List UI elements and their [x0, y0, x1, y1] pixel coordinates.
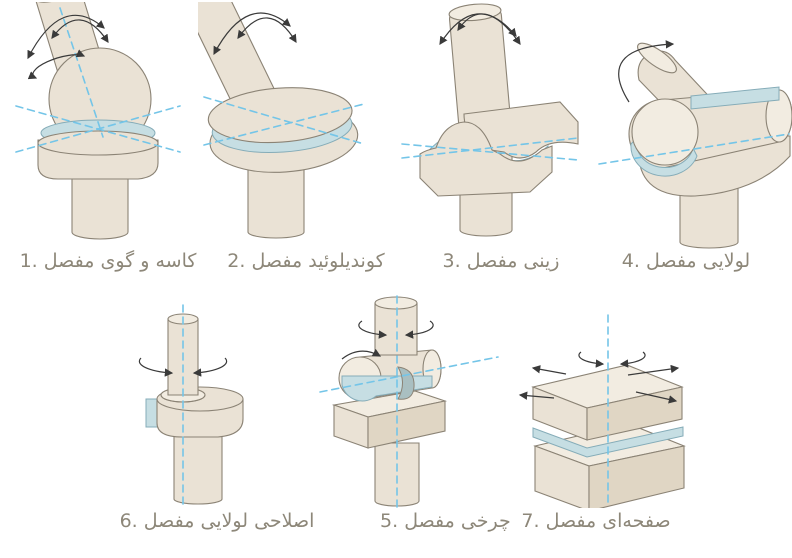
bone-shapes: [628, 42, 792, 249]
axis-lines: [15, 7, 181, 153]
rotation-arrows: [341, 320, 434, 360]
figure-hinge-joint: [598, 40, 792, 249]
rotation-arrows: [518, 351, 680, 404]
figure-saddle-joint: [401, 3, 579, 237]
meniscus-fin: [397, 366, 415, 400]
figure-pivot-joint: [138, 304, 244, 506]
rotation-arrows: [213, 12, 297, 56]
figure-modified-hinge-joint: [319, 295, 499, 509]
axis-lines: [203, 96, 365, 146]
rotation-arrows: [439, 13, 521, 46]
bone-shapes: [331, 296, 448, 507]
figure-ball-and-socket-joint: [15, 2, 181, 240]
rotation-arrows: [27, 14, 109, 80]
joint-label-7: 7. مفصل صفحه‌ای: [521, 510, 671, 532]
rotation-arrows: [618, 40, 675, 103]
joint-label-4: 4. مفصل لولایی: [621, 250, 751, 272]
cartilage-band: [690, 86, 780, 110]
joint-label-3: 3. مفصل زینی: [442, 250, 560, 272]
axis-lines: [598, 133, 790, 165]
axis-lines: [401, 137, 579, 161]
joint-label-2: 2. مفصل کوندیلوئید: [227, 250, 385, 272]
bone-shapes: [145, 313, 244, 505]
bone-shapes: [198, 2, 359, 239]
figure-condyloid-joint: [198, 2, 365, 239]
joint-label-5: 5. مفصل چرخی: [380, 510, 511, 532]
axis-lines: [319, 295, 499, 509]
joint-label-6: 6. مفصل لولایی اصلاحی: [119, 510, 315, 532]
cartilage-band: [532, 426, 684, 458]
bone-shapes: [419, 3, 579, 237]
rotation-arrows: [138, 357, 228, 377]
figure-plane-joint: [518, 314, 686, 508]
joint-label-1: 1. مفصل گوی و کاسه: [19, 250, 197, 272]
